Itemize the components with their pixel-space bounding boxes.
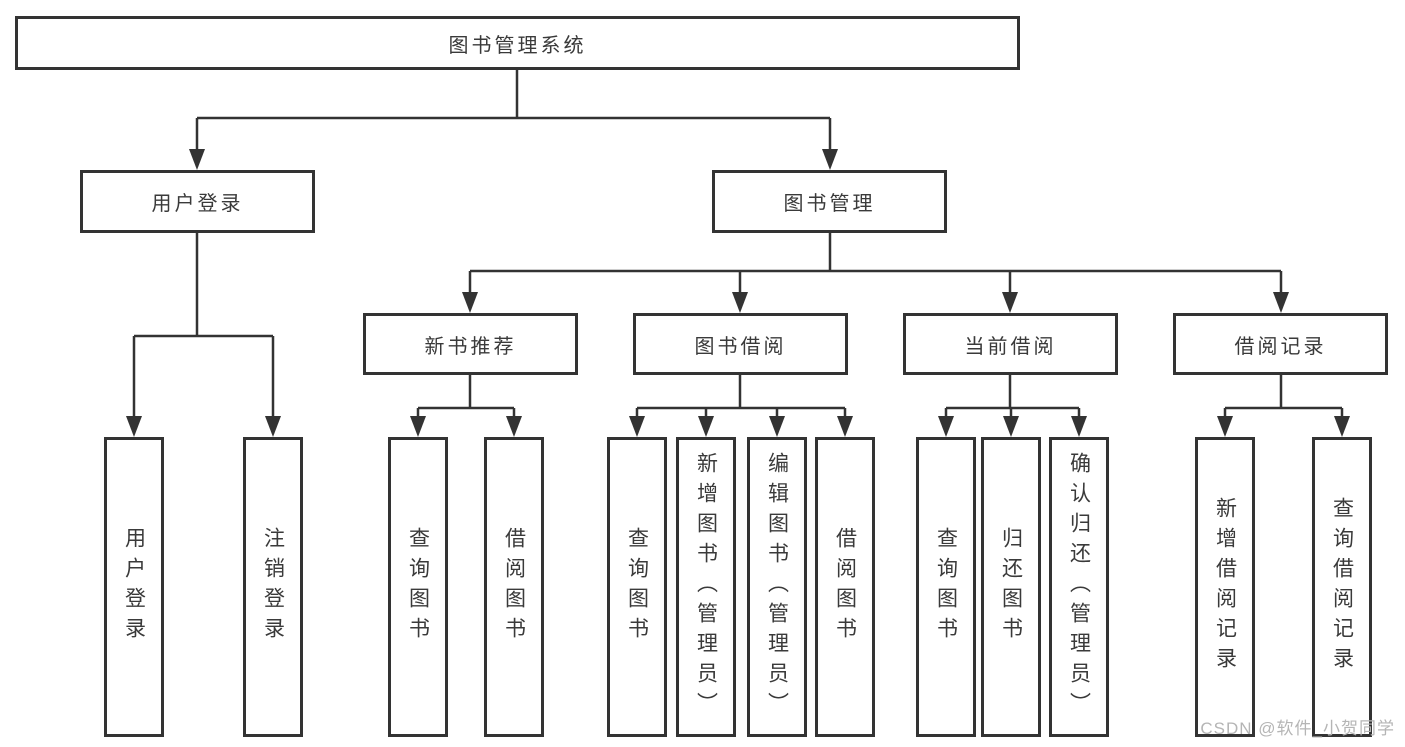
- leaf-query-borrow-record: 查询借阅记录: [1312, 437, 1372, 737]
- node-book-borrow: 图书借阅: [633, 313, 848, 375]
- leaf-borrow-books-1-label: 借阅图书: [502, 527, 526, 647]
- node-new-book-rec-label: 新书推荐: [424, 335, 517, 358]
- leaf-add-books-admin: 新增图书（管理员）: [676, 437, 736, 737]
- node-book-mgmt: 图书管理: [712, 170, 947, 233]
- node-book-mgmt-label: 图书管理: [783, 193, 876, 215]
- leaf-edit-books-admin: 编辑图书（管理员）: [747, 437, 807, 737]
- node-book-borrow-label: 图书借阅: [694, 335, 787, 358]
- leaf-query-books-3: 查询图书: [916, 437, 976, 737]
- leaf-return-books: 归还图书: [981, 437, 1041, 737]
- leaf-user-login-label: 用户登录: [122, 527, 146, 647]
- arrowhead-icon: [1334, 416, 1350, 437]
- leaf-logout: 注销登录: [243, 437, 303, 737]
- arrowhead-icon: [506, 416, 522, 437]
- arrowhead-icon: [769, 416, 785, 437]
- csdn-watermark: CSDN @软件_小贺同学: [1200, 719, 1395, 738]
- leaf-edit-books-admin-label: 编辑图书（管理员）: [765, 452, 789, 722]
- node-root-label: 图书管理系统: [448, 34, 587, 57]
- arrowhead-icon: [126, 416, 142, 437]
- arrowhead-icon: [1273, 292, 1289, 313]
- arrowhead-icon: [1217, 416, 1233, 437]
- leaf-add-borrow-record: 新增借阅记录: [1195, 437, 1255, 737]
- arrowhead-icon: [629, 416, 645, 437]
- arrowhead-icon: [1071, 416, 1087, 437]
- leaf-return-books-label: 归还图书: [999, 527, 1023, 647]
- arrowhead-icon: [822, 149, 838, 170]
- leaf-borrow-books-2: 借阅图书: [815, 437, 875, 737]
- node-user-login: 用户登录: [80, 170, 315, 233]
- node-root: 图书管理系统: [15, 16, 1020, 70]
- arrowhead-icon: [265, 416, 281, 437]
- leaf-confirm-return-admin: 确认归还（管理员）: [1049, 437, 1109, 737]
- leaf-query-books-1-label: 查询图书: [406, 527, 430, 647]
- node-borrow-records: 借阅记录: [1173, 313, 1388, 375]
- node-borrow-records-label: 借阅记录: [1234, 335, 1327, 358]
- node-current-borrow: 当前借阅: [903, 313, 1118, 375]
- leaf-confirm-return-admin-label: 确认归还（管理员）: [1067, 452, 1091, 722]
- leaf-query-books-2: 查询图书: [607, 437, 667, 737]
- leaf-user-login: 用户登录: [104, 437, 164, 737]
- leaf-add-borrow-record-label: 新增借阅记录: [1213, 497, 1237, 677]
- arrowhead-icon: [189, 149, 205, 170]
- arrowhead-icon: [462, 292, 478, 313]
- arrowhead-icon: [732, 292, 748, 313]
- leaf-logout-label: 注销登录: [261, 527, 285, 647]
- arrowhead-icon: [1003, 416, 1019, 437]
- node-user-login-label: 用户登录: [151, 193, 244, 215]
- node-current-borrow-label: 当前借阅: [964, 335, 1057, 358]
- arrowhead-icon: [837, 416, 853, 437]
- leaf-query-books-3-label: 查询图书: [934, 527, 958, 647]
- arrowhead-icon: [1002, 292, 1018, 313]
- leaf-query-books-1: 查询图书: [388, 437, 448, 737]
- arrowhead-icon: [410, 416, 426, 437]
- arrowhead-icon: [938, 416, 954, 437]
- leaf-add-books-admin-label: 新增图书（管理员）: [694, 452, 718, 722]
- arrowhead-icon: [698, 416, 714, 437]
- node-new-book-rec: 新书推荐: [363, 313, 578, 375]
- leaf-borrow-books-1: 借阅图书: [484, 437, 544, 737]
- leaf-query-books-2-label: 查询图书: [625, 527, 649, 647]
- leaf-borrow-books-2-label: 借阅图书: [833, 527, 857, 647]
- leaf-query-borrow-record-label: 查询借阅记录: [1330, 497, 1354, 677]
